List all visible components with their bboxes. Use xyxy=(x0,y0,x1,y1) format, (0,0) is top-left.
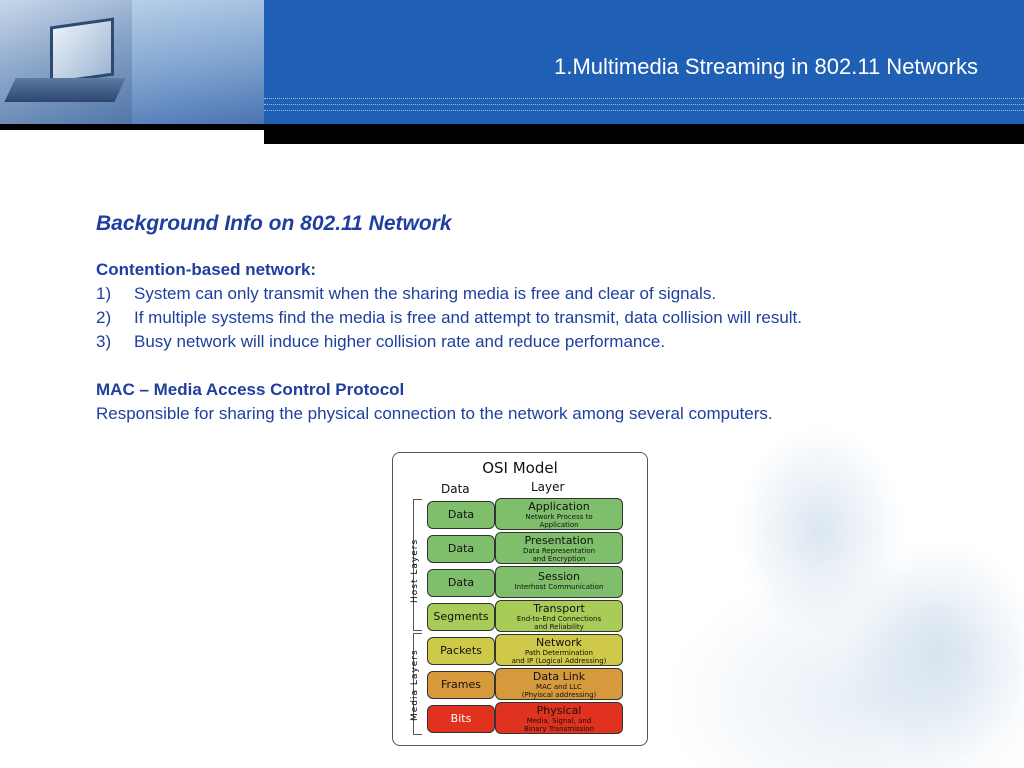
list-text: If multiple systems find the media is fr… xyxy=(134,308,802,327)
laptop-photo xyxy=(0,0,132,124)
list-item: 3) Busy network will induce higher colli… xyxy=(96,330,976,354)
layer-name: Session xyxy=(538,570,580,583)
layer-box-application: Application Network Process to Applicati… xyxy=(495,498,623,530)
osi-model-diagram: OSI Model Data Layer Host Layers Media L… xyxy=(392,452,648,746)
laptop-icon xyxy=(50,17,114,85)
slide-body: Background Info on 802.11 Network Conten… xyxy=(96,212,976,426)
contention-label: Contention-based network: xyxy=(96,260,317,279)
layer-box-data-link: Data Link MAC and LLC (Phyiscal addressi… xyxy=(495,668,623,700)
layer-desc: Network Process to xyxy=(525,513,593,521)
layer-desc: Data Representation xyxy=(522,547,596,555)
mouse-photo xyxy=(132,0,264,124)
layer-name: Physical xyxy=(536,704,582,717)
layer-box-transport: Transport End-to-End Connections and Rel… xyxy=(495,600,623,632)
layer-desc: Media, Signal, and xyxy=(526,717,592,725)
mac-label: MAC – Media Access Control Protocol xyxy=(96,380,405,399)
dotted-divider xyxy=(264,98,1024,99)
host-layers-label: Host Layers xyxy=(410,538,420,603)
header-photo xyxy=(0,0,264,124)
media-layers-label: Media Layers xyxy=(410,649,420,721)
layer-desc: and IP (Logical Addressing) xyxy=(511,657,607,665)
data-unit-box: Data xyxy=(427,535,495,563)
data-unit-box: Bits xyxy=(427,705,495,733)
layer-name: Network xyxy=(536,636,582,649)
list-item: 2) If multiple systems find the media is… xyxy=(96,306,976,330)
section-heading: Background Info on 802.11 Network xyxy=(96,212,452,235)
list-text: Busy network will induce higher collisio… xyxy=(134,332,666,351)
slide-title: 1.Multimedia Streaming in 802.11 Network… xyxy=(554,54,978,79)
layer-column-header: Layer xyxy=(531,480,565,494)
layer-desc: End-to-End Connections xyxy=(516,615,602,623)
header-underline xyxy=(0,124,264,130)
header-underline xyxy=(264,124,1024,144)
layer-name: Transport xyxy=(533,602,585,615)
layer-box-physical: Physical Media, Signal, and Binary Trans… xyxy=(495,702,623,734)
layer-box-session: Session Interhost Communication xyxy=(495,566,623,598)
host-layers-bracket xyxy=(413,499,422,631)
dotted-divider xyxy=(264,104,1024,105)
layer-desc: and Encryption xyxy=(532,555,586,563)
layer-desc: (Phyiscal addressing) xyxy=(521,691,597,699)
layer-desc: Binary Transmission xyxy=(524,725,594,733)
layer-desc: MAC and LLC xyxy=(536,683,582,691)
list-number: 2) xyxy=(96,308,112,327)
dotted-divider xyxy=(264,110,1024,111)
layer-box-network: Network Path Determination and IP (Logic… xyxy=(495,634,623,666)
title-bar xyxy=(264,0,1024,124)
data-unit-box: Data xyxy=(427,569,495,597)
layer-desc: Interhost Communication xyxy=(514,583,604,591)
layer-box-presentation: Presentation Data Representation and Enc… xyxy=(495,532,623,564)
osi-title: OSI Model xyxy=(482,459,558,477)
list-number: 3) xyxy=(96,332,112,351)
data-unit-box: Segments xyxy=(427,603,495,631)
layer-name: Presentation xyxy=(524,534,594,547)
layer-desc: Application xyxy=(539,521,579,529)
data-column-header: Data xyxy=(441,482,470,496)
data-unit-box: Frames xyxy=(427,671,495,699)
layer-name: Application xyxy=(528,500,590,513)
media-layers-bracket xyxy=(413,633,422,735)
layer-desc: and Reliability xyxy=(534,623,584,631)
mac-description: Responsible for sharing the physical con… xyxy=(96,404,773,423)
data-unit-box: Data xyxy=(427,501,495,529)
list-text: System can only transmit when the sharin… xyxy=(134,284,717,303)
list-number: 1) xyxy=(96,284,112,303)
layer-desc: Path Determination xyxy=(524,649,593,657)
list-item: 1) System can only transmit when the sha… xyxy=(96,282,976,306)
layer-name: Data Link xyxy=(532,670,586,683)
data-unit-box: Packets xyxy=(427,637,495,665)
